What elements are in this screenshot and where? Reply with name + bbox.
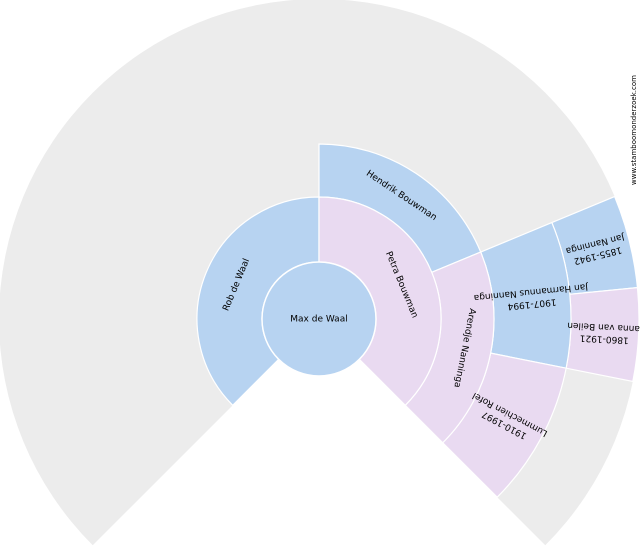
watermark: www.stamboomonderzoek.com: [630, 75, 638, 185]
person-segment-center: [261, 261, 377, 377]
person-dates-mmfm: 1860-1921: [580, 332, 629, 344]
person-name-center: Max de Waal: [290, 315, 347, 325]
person-name-mmfm: Janna van Beilen: [567, 320, 640, 334]
person-dates-mmf: 1907-1994: [507, 296, 557, 311]
